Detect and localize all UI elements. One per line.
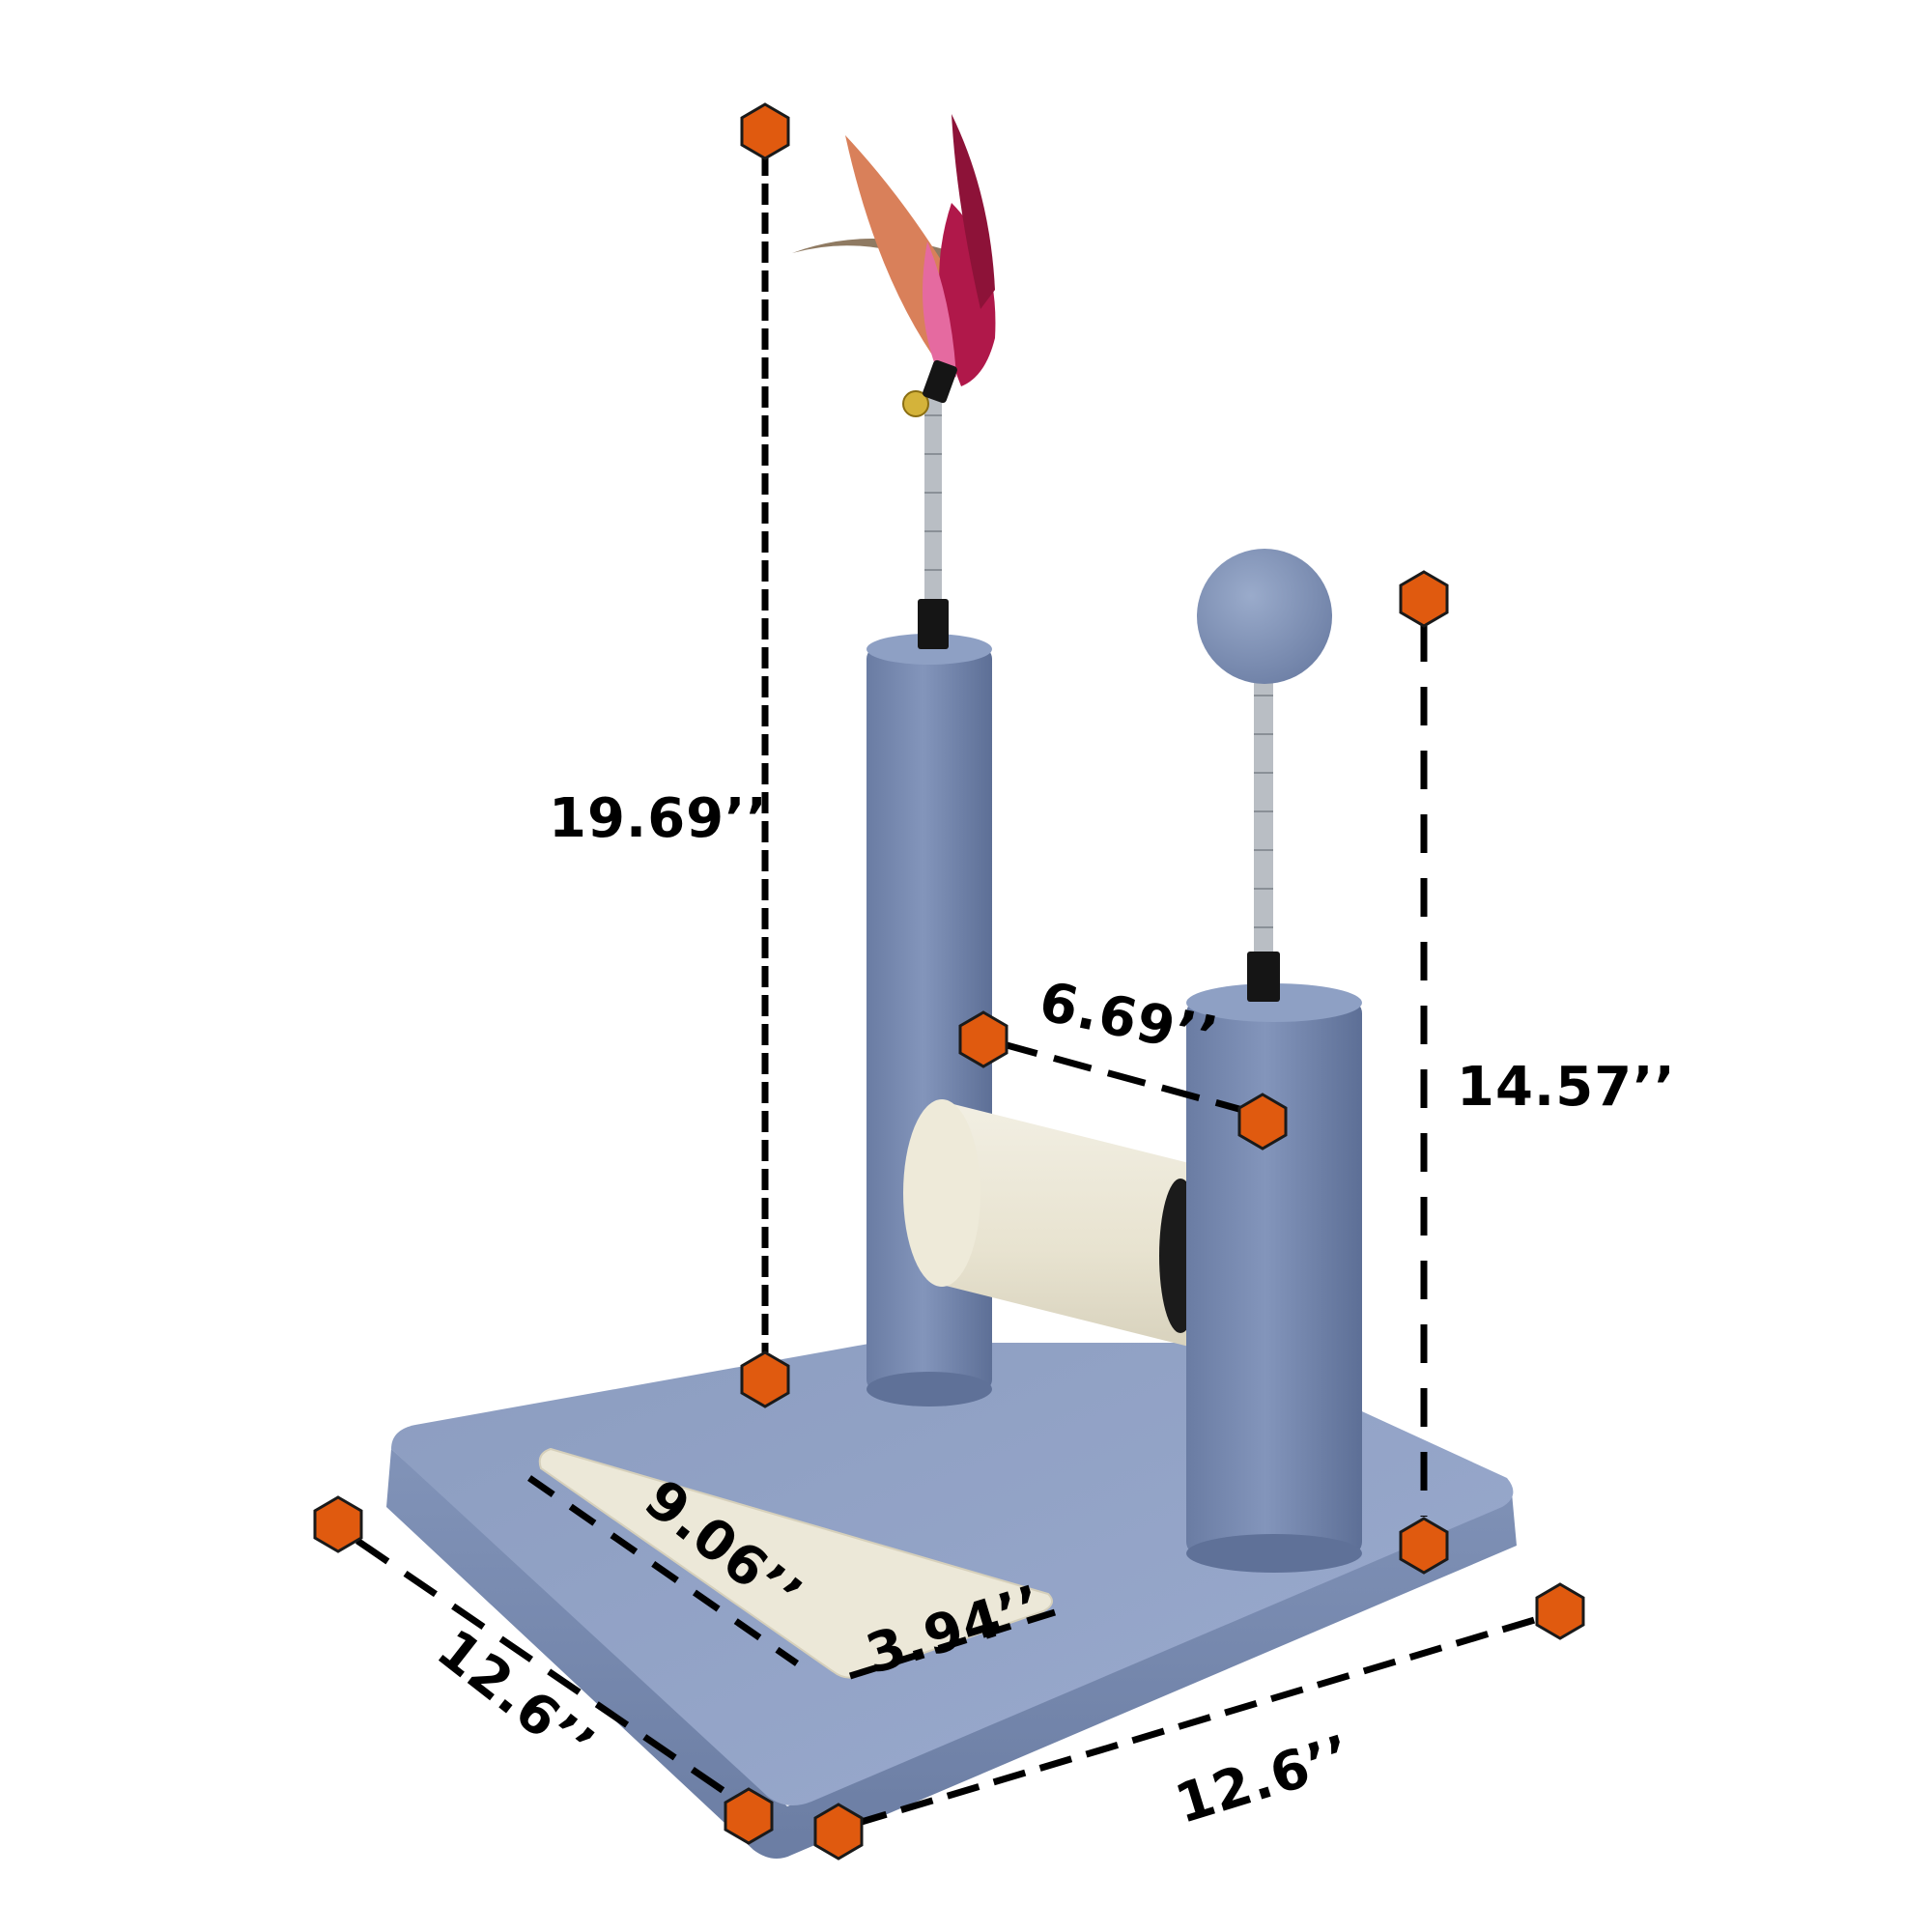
- hex-marker-icon: [724, 1787, 774, 1845]
- ball-icon: [1197, 549, 1332, 684]
- total-height-label: 19.69’’: [549, 787, 768, 850]
- short-post-height-label: 14.57’’: [1457, 1056, 1676, 1119]
- hex-markers: [313, 102, 1585, 1861]
- base-width-line: [853, 1614, 1543, 1828]
- feather-spring: [924, 396, 942, 618]
- feather-tall-red: [952, 114, 995, 309]
- short-post: [1186, 983, 1362, 1573]
- hex-marker-icon: [1237, 1093, 1288, 1151]
- hex-marker-icon: [1399, 570, 1449, 628]
- hex-marker-icon: [740, 102, 790, 160]
- post-spacing-line: [999, 1039, 1247, 1115]
- dimension-lines: [355, 155, 1543, 1828]
- pad-width-line: [848, 1605, 1069, 1680]
- ball-spring-cap: [1247, 952, 1280, 1002]
- ball-spring: [1254, 676, 1273, 966]
- hex-marker-icon: [1535, 1582, 1585, 1640]
- pad-length-line: [527, 1475, 799, 1666]
- scratching-pad: [538, 1447, 1053, 1679]
- feather-pink: [923, 242, 956, 382]
- feather-spring-cap: [918, 599, 949, 649]
- ball-toy: [1197, 549, 1332, 1002]
- bell-icon: [902, 390, 929, 417]
- hex-marker-icon: [740, 1350, 790, 1408]
- hex-marker-icon: [813, 1803, 864, 1861]
- base-depth-line: [355, 1538, 734, 1800]
- hex-marker-icon: [313, 1495, 363, 1553]
- feather-toy: [792, 114, 996, 649]
- hex-marker-icon: [958, 1010, 1009, 1068]
- hex-marker-icon: [1399, 1517, 1449, 1575]
